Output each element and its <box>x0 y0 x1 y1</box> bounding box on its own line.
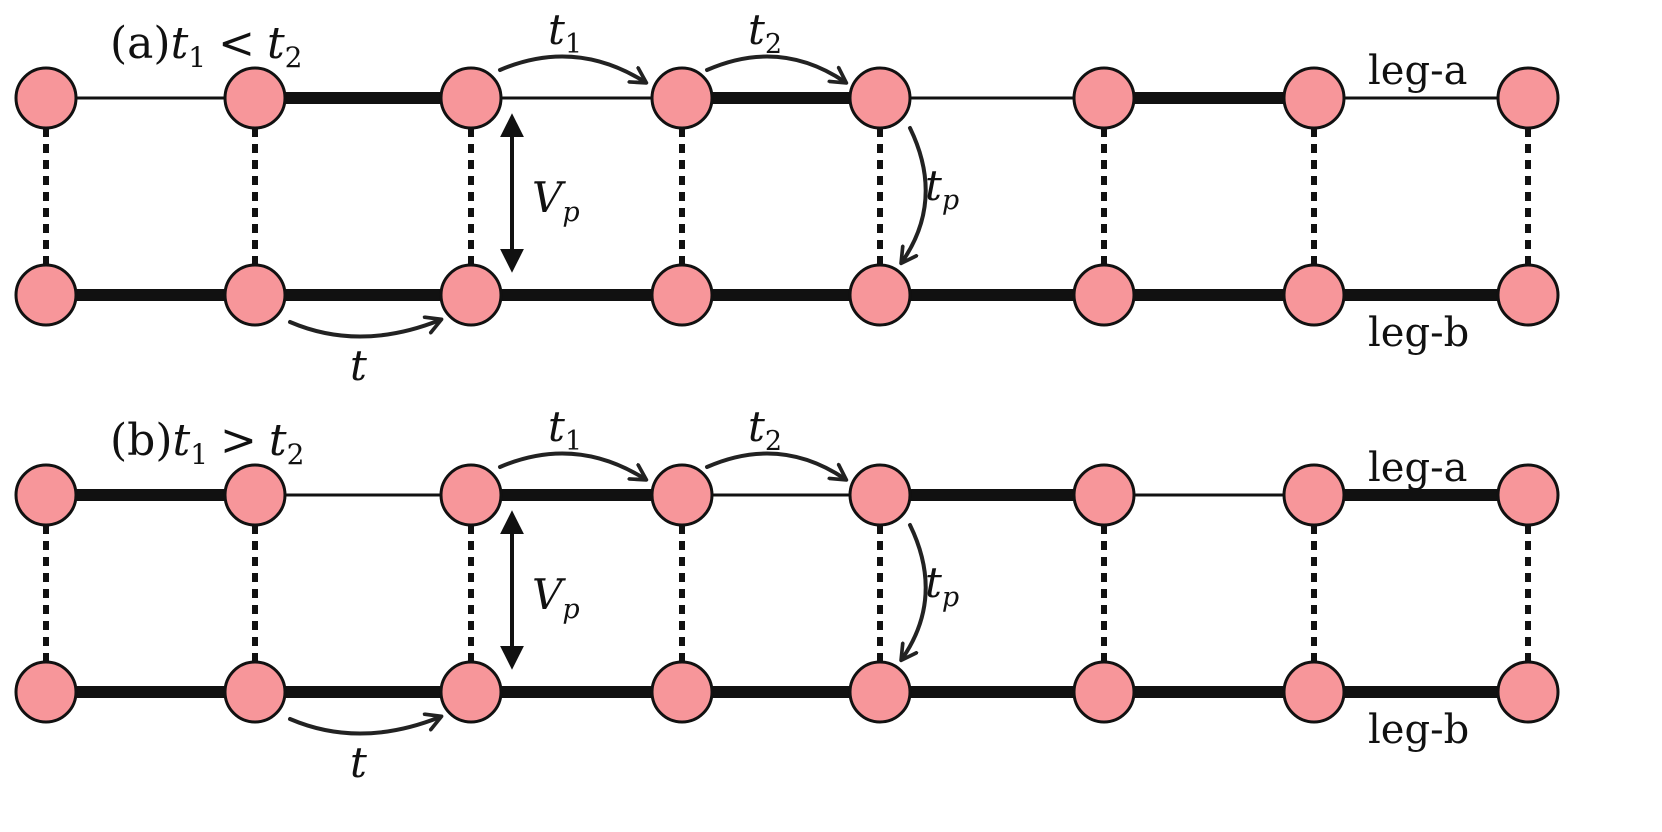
hop-t2-arrow <box>705 451 845 479</box>
site-leg-b <box>1496 263 1560 327</box>
panel-b-sites <box>14 463 1560 724</box>
hop-t1-label: t1 <box>548 402 582 457</box>
panel-a-leg-a-label: leg-a <box>1368 48 1467 94</box>
panel-a-title: (a)t1<t2 <box>110 18 302 74</box>
hop-t1-label: t1 <box>548 5 582 60</box>
panel-a-legs <box>46 92 1528 301</box>
site-leg-a <box>223 66 287 130</box>
site-leg-a <box>223 463 287 527</box>
site-leg-a <box>848 66 912 130</box>
site-leg-a <box>848 463 912 527</box>
hop-tp-arrow <box>902 126 928 262</box>
panel-b-legs <box>46 489 1528 698</box>
site-leg-a <box>1282 463 1346 527</box>
site-leg-a <box>14 463 78 527</box>
hop-t2-arrow <box>705 54 845 82</box>
site-leg-b <box>650 263 714 327</box>
hop-tp-label: tp <box>925 558 959 613</box>
site-leg-a <box>439 463 503 527</box>
hop-t1-arrow <box>498 54 645 82</box>
site-leg-b <box>1072 660 1136 724</box>
vp-label: Vp <box>532 570 580 625</box>
panel-a-rungs <box>43 128 1531 265</box>
site-leg-a <box>650 66 714 130</box>
site-leg-b <box>848 263 912 327</box>
panel-b-rungs <box>43 525 1531 662</box>
site-leg-b <box>223 263 287 327</box>
site-leg-b <box>1496 660 1560 724</box>
site-leg-a <box>1496 463 1560 527</box>
hop-t-label: t <box>350 341 367 390</box>
site-leg-b <box>14 263 78 327</box>
panel-b: (b)t1>t2 leg-a leg-b t1 t2 tp Vp t <box>14 402 1560 787</box>
panel-b-leg-a-label: leg-a <box>1368 445 1467 491</box>
site-leg-b <box>1282 263 1346 327</box>
site-leg-a <box>14 66 78 130</box>
hop-tp-label: tp <box>925 161 959 216</box>
site-leg-a <box>650 463 714 527</box>
site-leg-b <box>848 660 912 724</box>
site-leg-a <box>1282 66 1346 130</box>
vp-label: Vp <box>532 173 580 228</box>
site-leg-a <box>439 66 503 130</box>
hop-tp-arrow <box>902 523 928 659</box>
site-leg-b <box>1072 263 1136 327</box>
panel-a-sites <box>14 66 1560 327</box>
hop-t1-arrow <box>498 451 645 479</box>
site-leg-b <box>1282 660 1346 724</box>
site-leg-b <box>439 263 503 327</box>
panel-a-leg-b-label: leg-b <box>1368 310 1469 356</box>
hop-t2-label: t2 <box>748 5 782 60</box>
panel-a: (a)t1<t2 leg-a leg-b t1 t2 tp Vp t <box>14 5 1560 390</box>
panel-b-title: (b)t1>t2 <box>110 415 304 471</box>
site-leg-b <box>223 660 287 724</box>
site-leg-a <box>1496 66 1560 130</box>
site-leg-b <box>439 660 503 724</box>
panel-b-leg-b-label: leg-b <box>1368 707 1469 753</box>
site-leg-a <box>1072 463 1136 527</box>
hop-t-label: t <box>350 738 367 787</box>
site-leg-b <box>650 660 714 724</box>
site-leg-b <box>14 660 78 724</box>
site-leg-a <box>1072 66 1136 130</box>
hop-t-arrow <box>288 717 440 736</box>
hop-t-arrow <box>288 320 440 339</box>
hop-t2-label: t2 <box>748 402 782 457</box>
